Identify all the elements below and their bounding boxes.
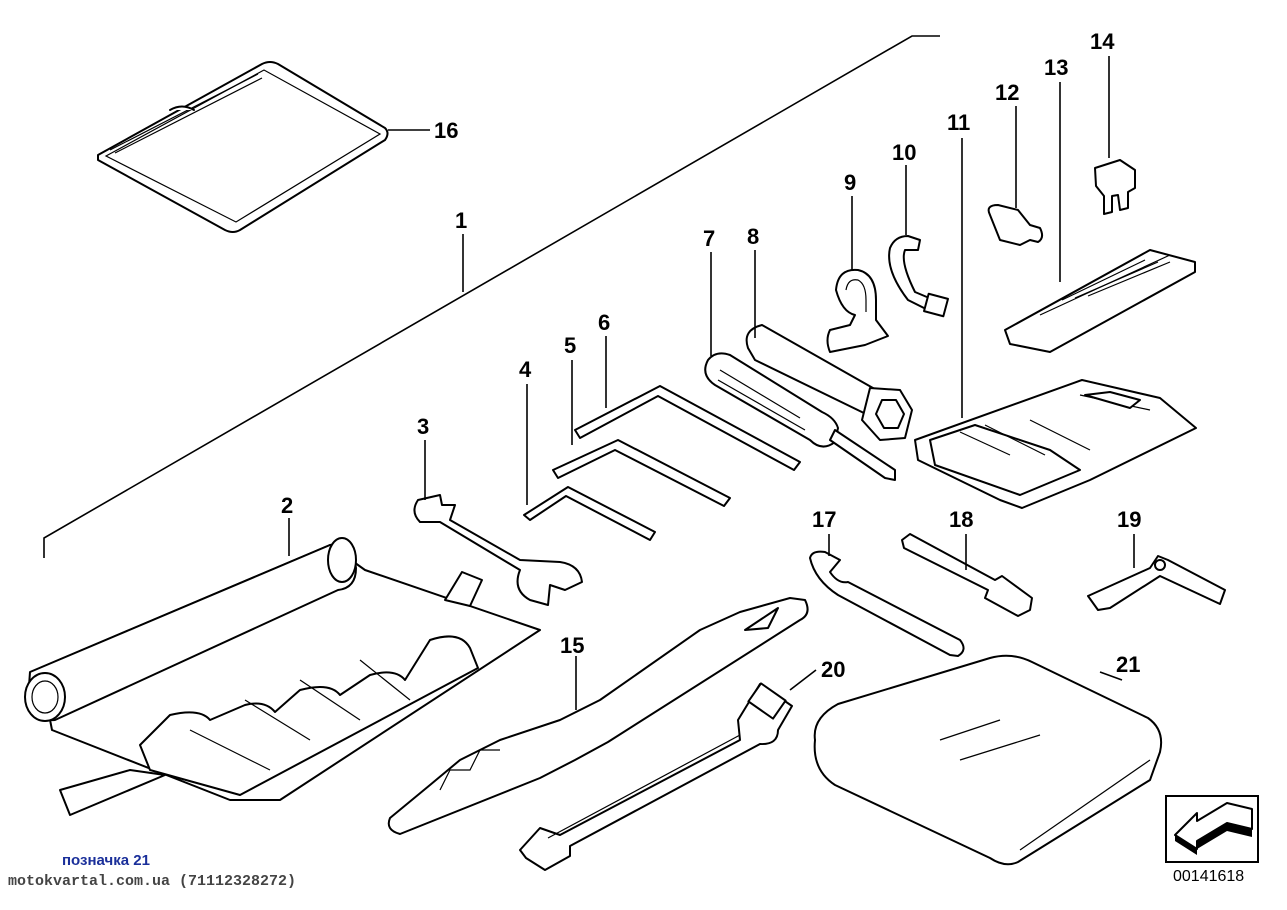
- site-watermark: motokvartal.com.ua (71112328272): [8, 873, 297, 890]
- part-11-tool-pouch: [914, 138, 1197, 509]
- assembly-bracket-line: [43, 35, 940, 558]
- part-6-hex-key: [574, 336, 801, 471]
- part-14-fuse: [1094, 56, 1136, 215]
- label-17: 17: [812, 507, 836, 532]
- part-21-repair-bag: [813, 654, 1163, 866]
- part-8-socket-spanner: [745, 250, 913, 441]
- part-5-hex-key: [552, 360, 731, 507]
- part-12-plug: [987, 106, 1044, 246]
- part-17-hook-spanner: [809, 534, 965, 657]
- label-21: 21: [1116, 652, 1140, 677]
- label-12: 12: [995, 80, 1019, 105]
- label-5: 5: [564, 333, 576, 358]
- label-19: 19: [1117, 507, 1141, 532]
- part-16-document-pouch: [97, 61, 430, 233]
- label-15: 15: [560, 633, 584, 658]
- part-9-clip: [826, 196, 889, 353]
- label-9: 9: [844, 170, 856, 195]
- part-13-strip: [1004, 82, 1196, 353]
- label-10: 10: [892, 140, 916, 165]
- label-3: 3: [417, 414, 429, 439]
- part-19-feeler-gauge: [1087, 534, 1226, 611]
- caption-link[interactable]: позначка 21: [62, 852, 150, 869]
- label-7: 7: [703, 226, 715, 251]
- label-6: 6: [598, 310, 610, 335]
- part-20-strap: [519, 669, 817, 871]
- part-10-bent-socket: [888, 165, 949, 318]
- label-20: 20: [821, 657, 845, 682]
- label-14: 14: [1090, 29, 1115, 54]
- part-7-screwdriver: [704, 252, 896, 481]
- label-1: 1: [455, 208, 467, 233]
- label-11: 11: [947, 110, 970, 135]
- part-2-tool-roll: [24, 518, 541, 816]
- image-number: 00141618: [1173, 868, 1245, 885]
- label-16: 16: [434, 118, 458, 143]
- label-18: 18: [949, 507, 973, 532]
- part-18-socket-extension: [901, 533, 1033, 617]
- part-15-lever: [387, 597, 809, 835]
- label-2: 2: [281, 493, 293, 518]
- part-3-open-end-wrench: [413, 440, 583, 606]
- label-13: 13: [1044, 55, 1068, 80]
- label-4: 4: [519, 357, 532, 382]
- callout-labels: 1 2 3 4 5 6 7 8 9 10 11 12 13 14 15 16 1…: [281, 29, 1141, 682]
- label-8: 8: [747, 224, 759, 249]
- part-4-hex-key: [523, 384, 656, 541]
- corner-arrow-icon[interactable]: [1165, 795, 1259, 863]
